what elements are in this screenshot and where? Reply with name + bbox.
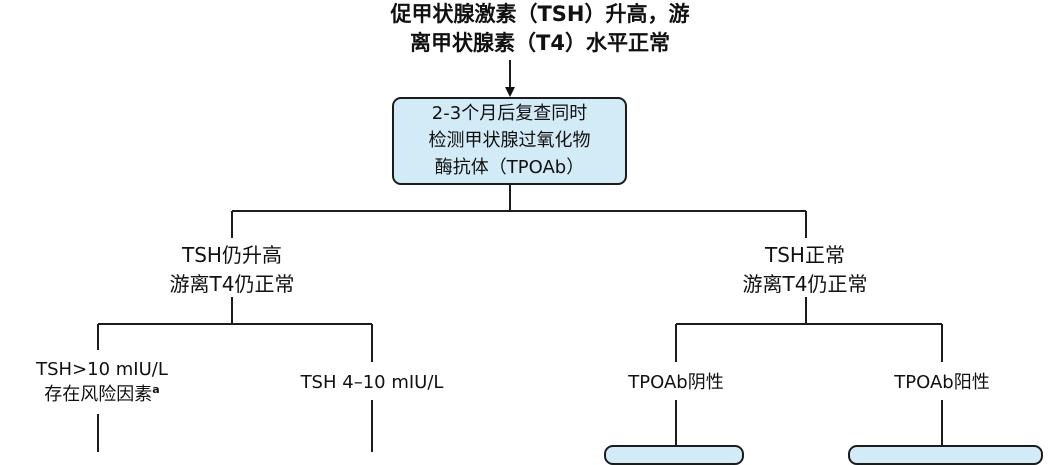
tpoab-positive-text: TPOAb阳性 xyxy=(894,372,990,393)
tpoab-negative-text: TPOAb阴性 xyxy=(628,372,724,393)
risk-factor-text: 存在风险因素 xyxy=(44,384,153,405)
recheck-box-line-1: 2-3个月后复查同时 xyxy=(431,103,588,124)
right-branch-line-1: TSH正常 xyxy=(765,243,845,267)
left-branch-label: TSH仍升高 游离T4仍正常 xyxy=(122,241,342,299)
tsh-4-10-label: TSH 4–10 mIU/L xyxy=(282,368,462,397)
tsh-4-10-text: TSH 4–10 mIU/L xyxy=(300,372,444,393)
recheck-box-line-2: 检测甲状腺过氧化物 xyxy=(428,130,591,151)
left-branch-line-1: TSH仍升高 xyxy=(182,243,282,267)
top-condition-line-1: 促甲状腺激素（TSH）升高，游 xyxy=(390,2,690,26)
top-condition-text: 促甲状腺激素（TSH）升高，游 离甲状腺素（T4）水平正常 xyxy=(320,0,760,58)
recheck-box-line-3: 酶抗体（TPOAb） xyxy=(434,157,585,178)
tsh-over-10-line-2: 存在风险因素a xyxy=(22,382,182,407)
risk-factor-footnote: a xyxy=(152,383,160,396)
tpoab-negative-label: TPOAb阴性 xyxy=(596,368,756,397)
recheck-box: 2-3个月后复查同时 检测甲状腺过氧化物 酶抗体（TPOAb） xyxy=(392,97,627,185)
tsh-over-10-line-1: TSH>10 mIU/L xyxy=(36,359,168,380)
left-branch-line-2: 游离T4仍正常 xyxy=(169,272,295,296)
top-condition-line-2: 离甲状腺素（T4）水平正常 xyxy=(410,31,670,55)
tpoab-positive-label: TPOAb阳性 xyxy=(862,368,1022,397)
right-branch-line-2: 游离T4仍正常 xyxy=(742,272,868,296)
connector-lines xyxy=(97,60,943,452)
right-branch-label: TSH正常 游离T4仍正常 xyxy=(695,241,915,299)
tsh-over-10-label: TSH>10 mIU/L 存在风险因素a xyxy=(22,357,182,407)
tpoab-negative-next-box xyxy=(604,445,744,465)
tpoab-positive-next-box xyxy=(848,445,1043,465)
